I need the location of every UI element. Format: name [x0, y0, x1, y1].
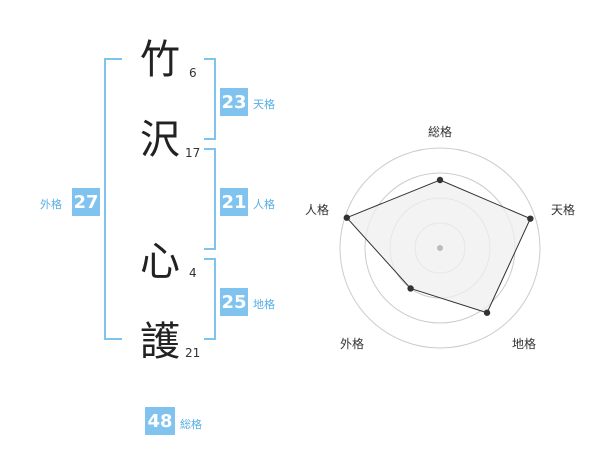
name-char-3: 心 — [140, 239, 180, 285]
jinkaku-bracket — [204, 148, 216, 250]
chikaku-label: 地格 — [253, 298, 275, 311]
radar-point-5 — [343, 214, 350, 221]
chikaku-bracket — [204, 258, 216, 340]
radar-axis-label-chikaku: 地格 — [511, 337, 536, 351]
stroke-count-1: 6 — [189, 66, 197, 80]
gaikaku-label: 外格 — [40, 198, 62, 211]
radar-axis-label-tenkaku: 天格 — [550, 203, 575, 217]
name-char-4: 護 — [140, 319, 180, 365]
stroke-count-3: 4 — [189, 266, 197, 280]
tenkaku-bracket — [204, 58, 216, 140]
stroke-count-2: 17 — [185, 146, 201, 160]
radar-axis-label-gaikaku: 外格 — [339, 337, 364, 351]
radar-point-4 — [407, 285, 414, 292]
jinkaku-value-badge: 21 — [220, 188, 248, 216]
name-char-2: 沢 — [140, 117, 180, 163]
tenkaku-label: 天格 — [253, 98, 275, 111]
radar-axis-label-jinkaku: 人格 — [304, 203, 329, 217]
gaikaku-value-badge: 27 — [72, 188, 100, 216]
radar-point-2 — [527, 215, 534, 222]
stroke-count-4: 21 — [185, 346, 201, 360]
name-char-1: 竹 — [140, 37, 180, 83]
radar-axis-label-soukaku: 総格 — [427, 125, 452, 139]
radar-ring-4 — [339, 147, 541, 349]
radar-point-3 — [483, 309, 491, 316]
jinkaku-label: 人格 — [253, 198, 275, 211]
gaikaku-bracket — [104, 58, 122, 340]
radar-center-dot — [437, 245, 443, 251]
soukaku-label: 総格 — [180, 418, 202, 431]
radar-point-1 — [436, 176, 444, 184]
tenkaku-value-badge: 23 — [220, 88, 248, 116]
soukaku-value-badge: 48 — [145, 407, 175, 435]
chikaku-value-badge: 25 — [220, 288, 248, 316]
